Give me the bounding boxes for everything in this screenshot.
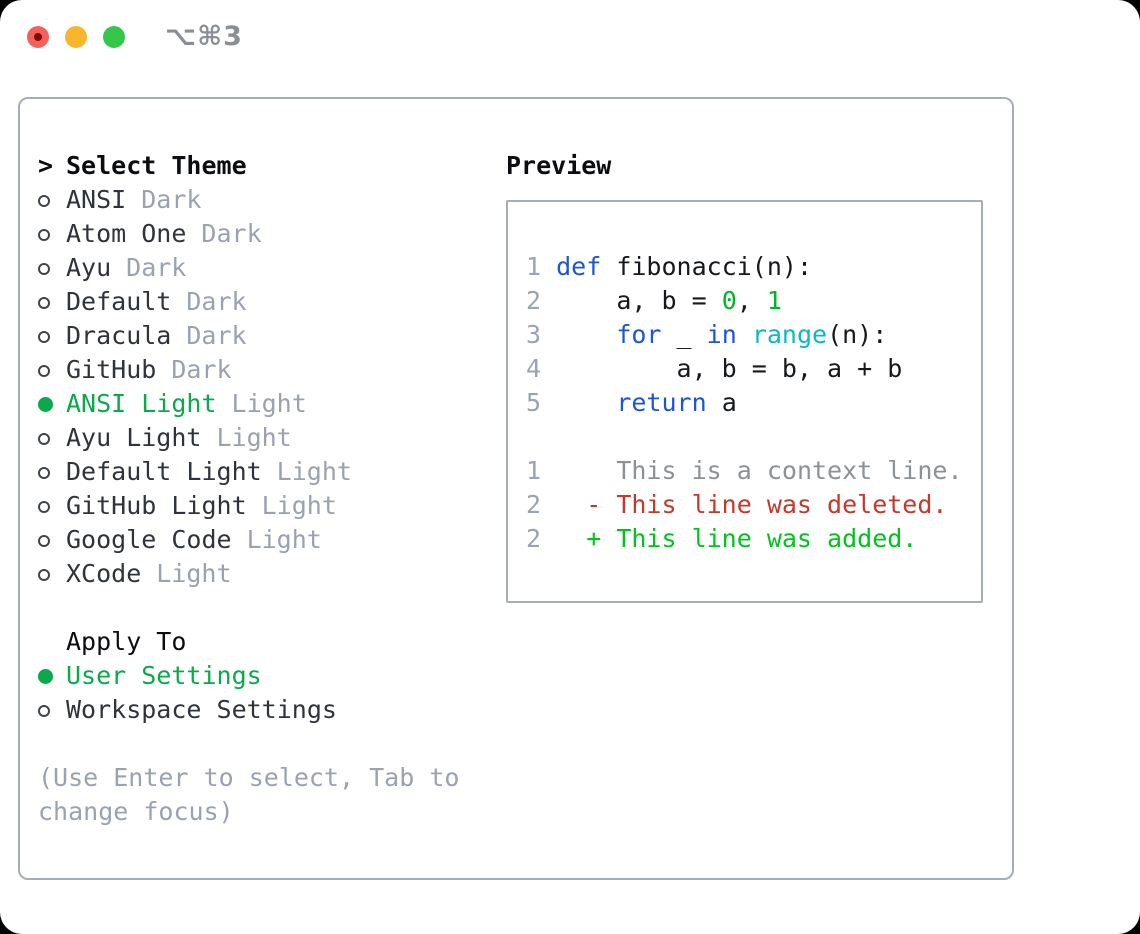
spacer <box>38 591 500 625</box>
option-label: GitHub Light <box>66 491 247 520</box>
preview-box: 1 def fibonacci(n): 2 a, b = 0, 1 3 for _ … <box>506 200 983 603</box>
option-label: GitHub <box>66 355 157 384</box>
radio-icon <box>38 296 50 309</box>
option-variant-label: Light <box>231 389 307 418</box>
radio-icon <box>38 568 50 581</box>
option-label: ANSI <box>66 185 127 214</box>
theme-option-default[interactable]: Default Dark <box>38 285 500 319</box>
theme-option-atom-one[interactable]: Atom One Dark <box>38 217 500 251</box>
option-label: Default <box>66 287 172 316</box>
select-theme-label: Select Theme <box>66 151 247 180</box>
hint-line-2: change focus) <box>38 795 500 829</box>
radio-icon <box>38 364 50 377</box>
option-variant-label: Dark <box>186 287 247 316</box>
code-line: 1 def fibonacci(n): <box>526 252 812 281</box>
preview-column: Preview 1 def fibonacci(n): 2 a, b = 0, 1… <box>506 149 992 603</box>
option-label: Atom One <box>66 219 187 248</box>
minimize-button[interactable] <box>65 26 87 48</box>
option-label: User Settings <box>66 661 262 690</box>
option-label: Google Code <box>66 525 232 554</box>
radio-icon <box>38 194 50 207</box>
option-label: Ayu <box>66 253 112 282</box>
theme-option-ansi[interactable]: ANSI Dark <box>38 183 500 217</box>
zoom-button[interactable] <box>103 26 125 48</box>
unsaved-indicator-icon <box>34 33 42 41</box>
radio-selected-icon <box>38 669 53 684</box>
theme-option-ansi-light[interactable]: ANSI Light Light <box>38 387 500 421</box>
theme-option-github[interactable]: GitHub Dark <box>38 353 500 387</box>
close-button[interactable] <box>27 26 49 48</box>
hint-line-1: (Use Enter to select, Tab to <box>38 761 500 795</box>
code-line: 2 a, b = 0, 1 <box>526 286 782 315</box>
code-sample: 1 def fibonacci(n): 2 a, b = 0, 1 3 for _ … <box>526 250 981 556</box>
code-line <box>526 420 981 454</box>
apply-option-workspace-settings[interactable]: Workspace Settings <box>38 693 500 727</box>
hint-text: change focus) <box>38 797 234 826</box>
theme-option-dracula[interactable]: Dracula Dark <box>38 319 500 353</box>
code-line: 4 a, b = b, a + b <box>526 354 903 383</box>
code-line: 2 - This line was deleted. <box>526 490 948 519</box>
option-variant-label: Light <box>276 457 352 486</box>
theme-option-github-light[interactable]: GitHub Light Light <box>38 489 500 523</box>
option-label: Default Light <box>66 457 262 486</box>
radio-selected-icon <box>38 397 53 412</box>
code-line: 1 This is a context line. <box>526 456 963 485</box>
select-theme-heading: > Select Theme <box>38 149 500 183</box>
preview-heading: Preview <box>506 151 612 180</box>
apply-option-user-settings[interactable]: User Settings <box>38 659 500 693</box>
option-variant-label: Dark <box>126 253 187 282</box>
option-variant-label: Dark <box>201 219 262 248</box>
apply-to-heading: Apply To <box>38 625 500 659</box>
code-line: 2 + This line was added. <box>526 524 918 553</box>
radio-icon <box>38 704 50 717</box>
code-line: 5 return a <box>526 388 737 417</box>
radio-icon <box>38 262 50 275</box>
hint-text: (Use Enter to select, Tab to <box>38 763 460 792</box>
theme-option-default-light[interactable]: Default Light Light <box>38 455 500 489</box>
option-label: Dracula <box>66 321 172 350</box>
option-variant-label: Dark <box>141 185 202 214</box>
theme-option-xcode[interactable]: XCode Light <box>38 557 500 591</box>
focus-pointer-icon: > <box>38 151 54 180</box>
code-line: 3 for _ in range(n): <box>526 320 888 349</box>
option-variant-label: Dark <box>171 355 232 384</box>
option-variant-label: Light <box>216 423 292 452</box>
option-variant-label: Light <box>246 525 322 554</box>
option-variant-label: Dark <box>186 321 247 350</box>
radio-icon <box>38 432 50 445</box>
apply-to-label: Apply To <box>66 627 187 656</box>
radio-icon <box>38 534 50 547</box>
spacer <box>38 727 500 761</box>
theme-option-ayu-light[interactable]: Ayu Light Light <box>38 421 500 455</box>
window-titlebar: ⌥⌘3 <box>0 0 1140 72</box>
option-label: XCode <box>66 559 142 588</box>
radio-icon <box>38 500 50 513</box>
window-title: ⌥⌘3 <box>165 21 243 52</box>
theme-option-google-code[interactable]: Google Code Light <box>38 523 500 557</box>
radio-icon <box>38 228 50 241</box>
option-variant-label: Light <box>156 559 232 588</box>
radio-icon <box>38 466 50 479</box>
theme-option-ayu[interactable]: Ayu Dark <box>38 251 500 285</box>
radio-icon <box>38 330 50 343</box>
option-label: Workspace Settings <box>66 695 337 724</box>
option-variant-label: Light <box>261 491 337 520</box>
option-label: ANSI Light <box>66 389 217 418</box>
option-label: Ayu Light <box>66 423 202 452</box>
